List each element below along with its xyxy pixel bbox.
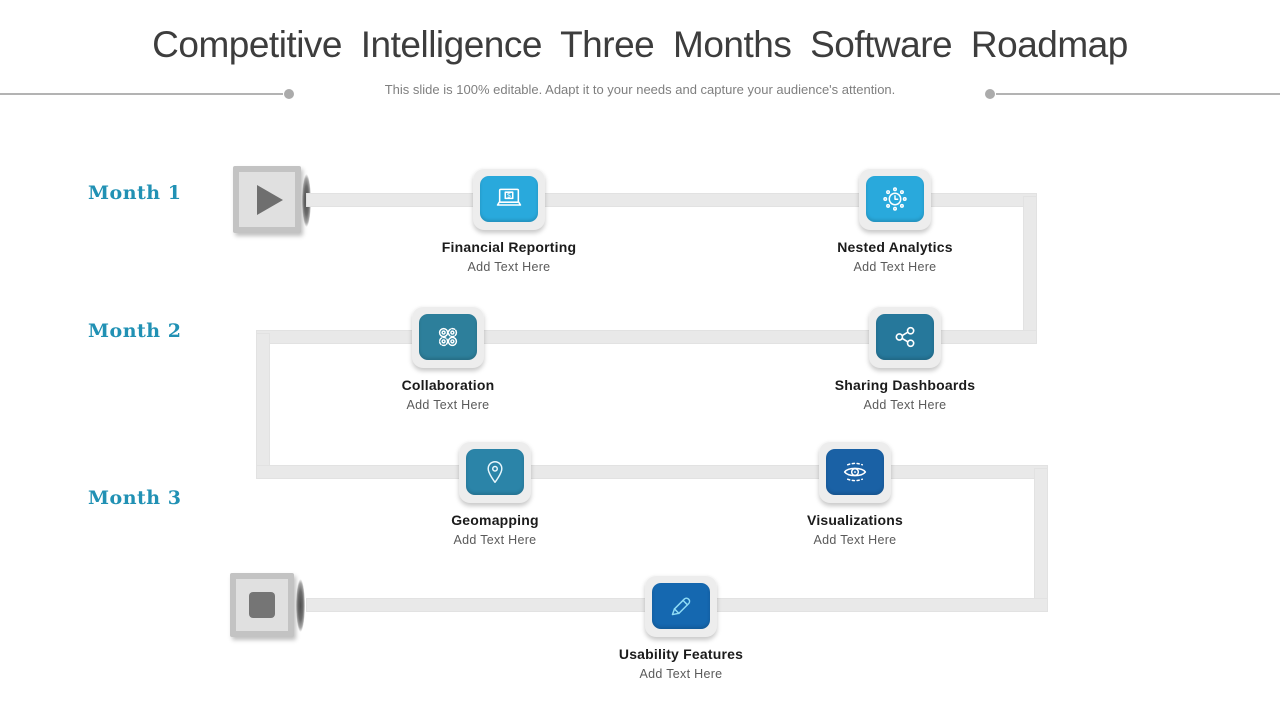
header-divider-right <box>996 93 1280 95</box>
milestone-icon-frame <box>859 168 931 230</box>
path-segment-turn-left <box>256 333 270 479</box>
end-marker[interactable] <box>230 573 294 637</box>
share-icon <box>876 314 934 360</box>
clock-gear-icon <box>866 176 924 222</box>
group-circles-icon <box>419 314 477 360</box>
milestone-icon-frame <box>645 575 717 637</box>
path-segment-turn-right-1 <box>1023 196 1037 344</box>
path-segment-turn-right-2 <box>1034 468 1048 612</box>
milestone-nested-analytics[interactable]: Nested Analytics Add Text Here <box>785 168 1005 274</box>
page-title: Competitive Intelligence Three Months So… <box>152 24 1128 65</box>
header-divider-left <box>0 93 283 95</box>
milestone-subtext[interactable]: Add Text Here <box>467 260 551 274</box>
month-3-label: Month 3 <box>88 487 182 509</box>
milestone-icon-frame <box>412 306 484 368</box>
month-2-label: Month 2 <box>88 320 182 342</box>
pencil-icon <box>652 583 710 629</box>
header-divider-left-dot <box>284 89 294 99</box>
milestone-icon-frame <box>819 441 891 503</box>
milestone-subtext[interactable]: Add Text Here <box>853 260 937 274</box>
milestone-icon-frame <box>459 441 531 503</box>
svg-text:$: $ <box>507 191 511 199</box>
milestone-subtext[interactable]: Add Text Here <box>813 533 897 547</box>
map-pin-icon <box>466 449 524 495</box>
milestone-subtext[interactable]: Add Text Here <box>406 398 490 412</box>
header-divider-right-dot <box>985 89 995 99</box>
milestone-sharing-dashboards[interactable]: Sharing Dashboards Add Text Here <box>795 306 1015 412</box>
milestone-icon-frame <box>869 306 941 368</box>
milestone-title: Usability Features <box>618 646 744 662</box>
play-icon <box>257 184 283 215</box>
path-end-connector <box>296 579 305 632</box>
milestone-geomapping[interactable]: Geomapping Add Text Here <box>385 441 605 547</box>
milestone-title: Nested Analytics <box>837 239 953 255</box>
milestone-collaboration[interactable]: Collaboration Add Text Here <box>338 306 558 412</box>
milestone-subtext[interactable]: Add Text Here <box>639 667 723 681</box>
end-marker-frame <box>236 579 288 631</box>
milestone-title: Collaboration <box>401 377 495 393</box>
milestone-usability-features[interactable]: Usability Features Add Text Here <box>571 575 791 681</box>
milestone-title: Visualizations <box>807 512 903 528</box>
milestone-title: Financial Reporting <box>441 239 577 255</box>
milestone-financial-reporting[interactable]: $ Financial Reporting Add Text Here <box>399 168 619 274</box>
month-1-label: Month 1 <box>88 182 182 204</box>
start-marker[interactable] <box>233 166 301 233</box>
milestone-subtext[interactable]: Add Text Here <box>863 398 947 412</box>
milestone-visualizations[interactable]: Visualizations Add Text Here <box>745 441 965 547</box>
slide-subtitle: This slide is 100% editable. Adapt it to… <box>384 82 896 97</box>
laptop-dollar-icon: $ <box>480 176 538 222</box>
milestone-title: Geomapping <box>451 512 539 528</box>
stop-icon <box>249 592 275 618</box>
milestone-title: Sharing Dashboards <box>834 377 976 393</box>
milestone-subtext[interactable]: Add Text Here <box>453 533 537 547</box>
start-marker-frame <box>239 172 295 227</box>
eye-icon <box>826 449 884 495</box>
milestone-icon-frame: $ <box>473 168 545 230</box>
